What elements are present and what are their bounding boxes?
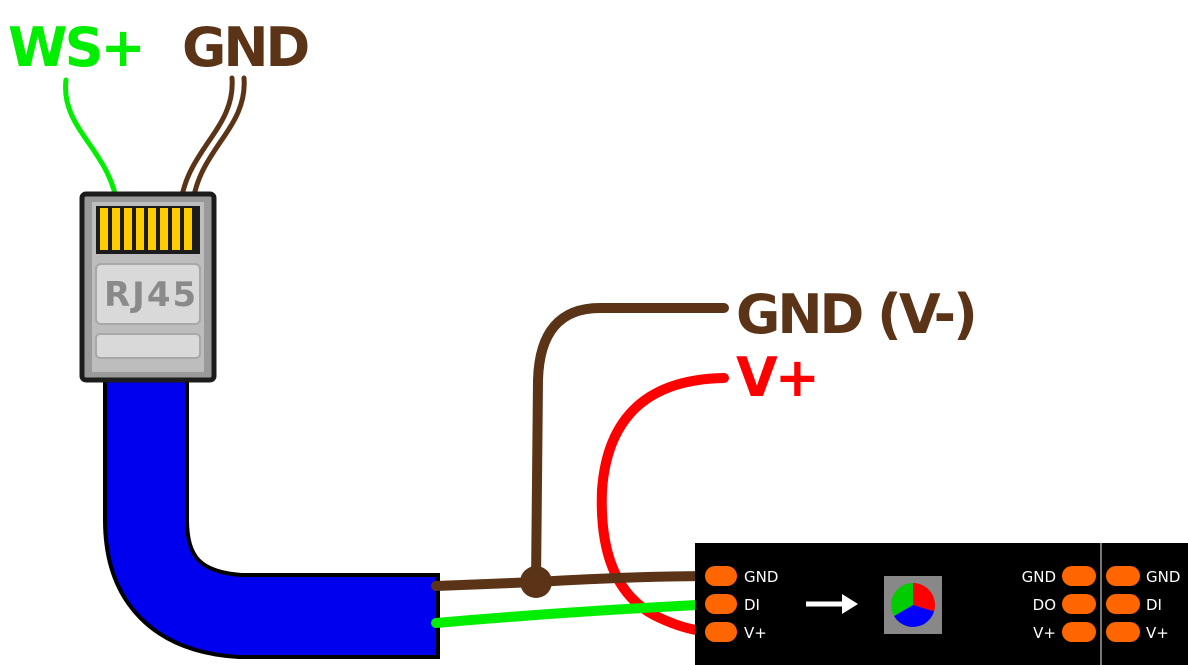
pad-di-in (705, 594, 737, 614)
pad-label-di-next: DI (1146, 596, 1162, 614)
pad-vplus-next (1106, 622, 1140, 642)
ws-plus-wire (63, 77, 121, 213)
rgb-led-icon (884, 576, 942, 634)
ws-plus-label: WS+ (8, 16, 143, 79)
v-plus-wire (596, 373, 729, 637)
junction-dot (520, 566, 552, 598)
pad-label-gnd-next: GND (1146, 568, 1180, 586)
pad-do-out (1062, 594, 1096, 614)
gnd-cable-wire (431, 571, 721, 591)
rj45-connector: RJ45 (79, 191, 217, 383)
pad-gnd-out (1062, 566, 1096, 586)
v-plus-label: V+ (736, 346, 817, 409)
pad-gnd-next (1106, 566, 1140, 586)
pad-gnd-in (705, 566, 737, 586)
gnd-wire-a (177, 75, 235, 213)
pad-di-next (1106, 594, 1140, 614)
pad-label-do-out: DO (1033, 596, 1056, 614)
led-strip: GND DI V+ GND DO V+ GND DI V+ (695, 543, 1188, 665)
pad-vplus-out (1062, 622, 1096, 642)
pad-vplus-in (705, 622, 737, 642)
pad-label-vplus-next: V+ (1146, 624, 1169, 642)
blue-cable (107, 380, 436, 655)
pad-label-vplus-in: V+ (744, 624, 767, 642)
gold-pins (100, 208, 192, 250)
gnd-v-minus-wire (531, 303, 729, 587)
gnd-top-label: GND (182, 16, 308, 79)
data-cable-wire (431, 599, 721, 628)
gnd-wire-b (189, 75, 247, 213)
rj45-label: RJ45 (104, 275, 198, 315)
arrow-right-icon (806, 594, 858, 614)
pad-label-gnd-in: GND (744, 568, 778, 586)
gnd-v-minus-label: GND (V-) (736, 283, 975, 346)
pad-label-vplus-out: V+ (1033, 624, 1056, 642)
pad-label-gnd-out: GND (1022, 568, 1056, 586)
pad-label-di-in: DI (744, 596, 760, 614)
